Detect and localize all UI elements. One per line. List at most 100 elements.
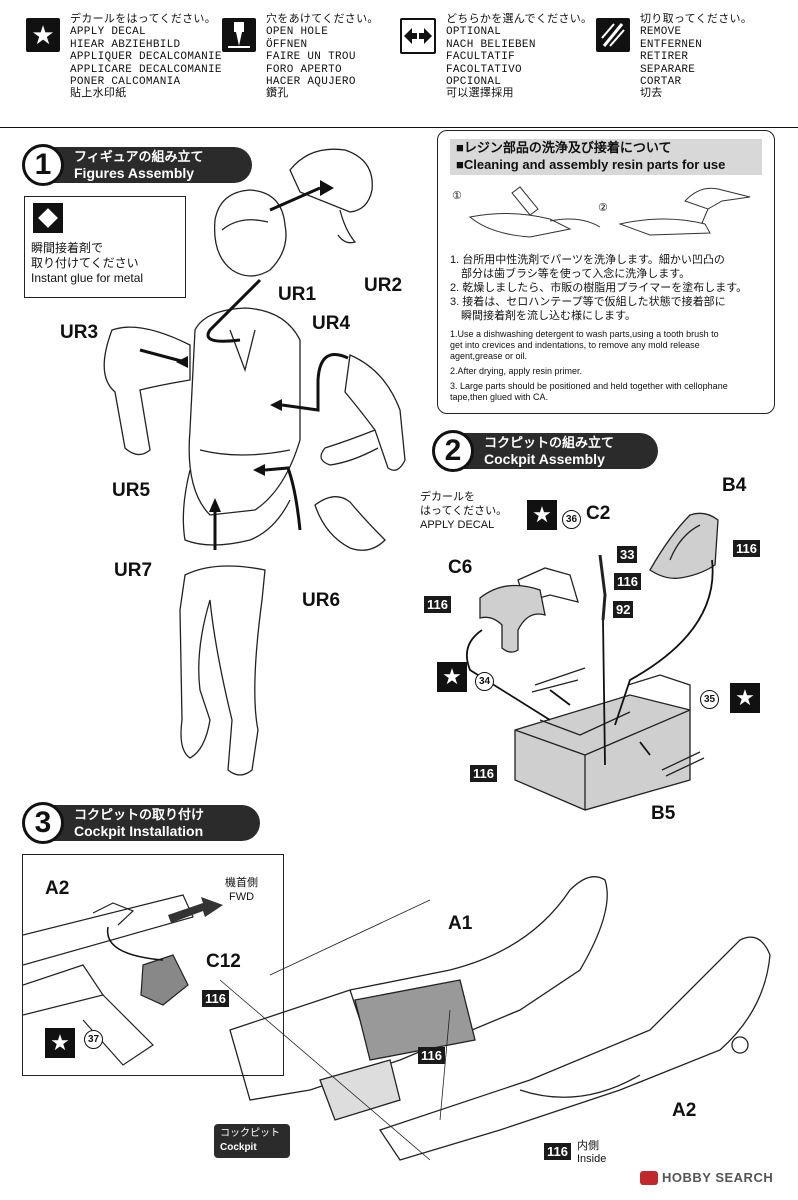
detail-inset [22, 854, 284, 1076]
legend-line: APPLY DECAL [70, 26, 146, 39]
legend-line: SEPARARE [640, 63, 696, 76]
legend-line: FACOLTATIVO [446, 63, 522, 76]
cockpit-label-en: Cockpit [220, 1142, 257, 1153]
figure-drawing [103, 148, 406, 776]
fuselage-drawing [219, 876, 771, 1161]
legend-line: NACH BELIEBEN [446, 38, 536, 51]
inside-label-en: Inside [577, 1153, 607, 1165]
part-label-b5: B5 [651, 803, 676, 824]
resin-en-line: 1.Use a dishwashing detergent to wash pa… [450, 329, 719, 339]
resin-jp-line: 瞬間接着剤を流し込む様にします。 [450, 310, 636, 322]
star-icon: ★ [730, 683, 760, 713]
legend-line: APPLIQUER DECALCOMANIE [70, 51, 222, 64]
arrows-icon [400, 18, 436, 54]
apply-decal-note: デカールを はってください。 APPLY DECAL [420, 490, 507, 532]
paint-code-badge: 33 [617, 546, 638, 563]
legend-line: CORTAR [640, 76, 682, 89]
part-label-c12: C12 [206, 951, 241, 972]
legend-line: RETIRER [640, 51, 689, 64]
legend-line: FACULTATIF [446, 51, 516, 64]
legend-line: FORO APERTO [266, 63, 342, 76]
drill-icon [222, 18, 256, 52]
step-title-bar: フィギュアの組み立て Figures Assembly [40, 147, 252, 183]
resin-jp-line: 1. 台所用中性洗剤でパーツを洗浄します。細かい凹凸の [450, 254, 725, 266]
step-number: 2 [432, 430, 474, 472]
glue-note-line: 瞬間接着剤で [31, 241, 104, 255]
paint-code-badge: 116 [202, 990, 229, 1007]
paint-code-badge: 116 [614, 573, 641, 590]
legend-line: HACER AQUJERO [266, 76, 356, 89]
fwd-label-jp: 機首側 [225, 877, 258, 889]
star-icon: ★ [527, 500, 557, 530]
resin-cleaning-illustration [468, 186, 751, 238]
resin-fig2-label: ② [598, 202, 608, 214]
part-label-ur2: UR2 [364, 275, 403, 296]
part-label-c6: C6 [448, 557, 473, 578]
inside-label: 内側 Inside [577, 1140, 606, 1166]
decal-note-line: APPLY DECAL [420, 519, 495, 531]
resin-jp-line: 2. 乾燥しましたら、市販の樹脂用プライマーを塗布します。 [450, 282, 748, 294]
legend-line: OPEN HOLE [266, 26, 329, 39]
paint-code-badge: 116 [733, 540, 760, 557]
glue-note-line: Instant glue for metal [31, 271, 144, 285]
part-label-ur6: UR6 [302, 590, 341, 611]
legend-line: APPLICARE DECALCOMANIE [70, 63, 222, 76]
decal-number: 36 [562, 510, 581, 529]
fwd-indicator: 機首側 FWD [225, 876, 258, 904]
step-title-en: Cockpit Assembly [484, 451, 605, 467]
paint-code-badge: 116 [470, 765, 497, 782]
decal-note-line: はってください。 [420, 505, 508, 517]
resin-en-line: agent,grease or oil. [450, 351, 528, 361]
legend-optional: どちらかを選んでください。 OPTIONAL NACH BELIEBEN FAC… [446, 14, 592, 101]
step-title-jp: フィギュアの組み立て [74, 149, 204, 164]
resin-heading-en: ■Cleaning and assembly resin parts for u… [456, 157, 726, 172]
resin-fig1-label: ① [452, 190, 462, 202]
resin-note-box: ■レジン部品の洗浄及び接着について ■Cleaning and assembly… [437, 130, 775, 414]
resin-note-en: 1.Use a dishwashing detergent to wash pa… [450, 329, 728, 403]
legend-remove: 切り取ってください。 REMOVE ENTFERNEN RETIRER SEPA… [640, 14, 752, 101]
legend-line: REMOVE [640, 26, 682, 39]
step2-header: 2 コクピットの組み立て Cockpit Assembly [432, 430, 662, 472]
step-title-bar: コクピットの組み立て Cockpit Assembly [450, 433, 658, 469]
step-title-en: Figures Assembly [74, 165, 195, 181]
resin-jp-line: 部分は歯ブラシ等を使って入念に洗浄します。 [450, 268, 691, 280]
part-label-ur4: UR4 [312, 313, 351, 334]
resin-jp-line: 3. 接着は、セロハンテープ等で仮組した状態で接着部に [450, 296, 726, 308]
step-title-en: Cockpit Installation [74, 823, 204, 839]
detail-drawing [23, 894, 223, 1066]
glue-note-text: 瞬間接着剤で 取り付けてください Instant glue for metal [31, 241, 143, 286]
resin-note-heading: ■レジン部品の洗浄及び接着について ■Cleaning and assembly… [450, 139, 762, 175]
star-icon: ★ [26, 18, 60, 52]
step-number: 1 [22, 144, 64, 186]
step-title-jp: コクピットの取り付け [74, 807, 205, 822]
glue-note: 瞬間接着剤で 取り付けてください Instant glue for metal [24, 196, 186, 298]
resin-en-line: 2.After drying, apply resin primer. [450, 366, 583, 376]
part-label-a2-detail: A2 [45, 878, 70, 899]
paint-code-badge: 116 [544, 1143, 571, 1160]
watermark-text: HOBBY SEARCH [662, 1170, 774, 1185]
legend-divider [0, 127, 798, 128]
cockpit-label-jp: コックピット [220, 1128, 280, 1139]
decal-number: 34 [475, 672, 494, 691]
legend-line: ÖFFNEN [266, 38, 308, 51]
paint-code-badge: 116 [424, 596, 451, 613]
resin-heading-jp: ■レジン部品の洗浄及び接着について [456, 140, 672, 155]
resin-en-line: tape,then glued with CA. [450, 392, 549, 402]
logo-icon [640, 1170, 658, 1185]
step-title-bar: コクピットの取り付け Cockpit Installation [40, 805, 260, 841]
legend-line: PONER CALCOMANIA [70, 76, 181, 89]
legend-line: 可以選擇採用 [446, 88, 514, 101]
paint-code-badge: 92 [613, 601, 634, 618]
glue-note-line: 取り付けてください [31, 256, 139, 270]
step3-header: 3 コクピットの取り付け Cockpit Installation [22, 802, 262, 844]
legend-line: デカールをはってください。 [70, 14, 217, 26]
legend-line: OPCIONAL [446, 76, 502, 89]
decal-number: 35 [700, 690, 719, 709]
part-label-ur1: UR1 [278, 284, 317, 305]
star-icon: ★ [45, 1028, 75, 1058]
symbol-legend: ★ デカールをはってください。 APPLY DECAL HIEAR ABZIEH… [0, 8, 798, 128]
part-label-ur5: UR5 [112, 480, 151, 501]
part-label-a2: A2 [672, 1100, 697, 1121]
resin-en-line: get into crevices and indentations, to r… [450, 340, 700, 350]
fwd-label-en: FWD [228, 891, 255, 903]
